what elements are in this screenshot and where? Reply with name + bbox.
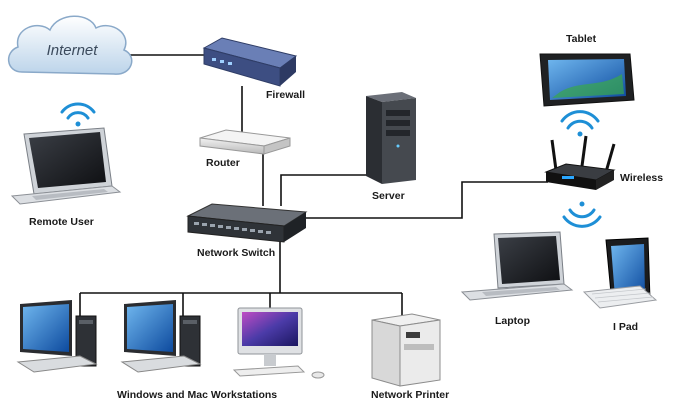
server-icon [366, 92, 416, 184]
firewall-label: Firewall [266, 89, 305, 101]
firewall-icon [202, 37, 298, 87]
workstations-label: Windows and Mac Workstations [117, 389, 277, 401]
server-label: Server [372, 190, 405, 202]
monitor-icon [16, 300, 98, 373]
laptop-icon [460, 231, 574, 301]
printer-icon [371, 313, 441, 387]
switch-icon [186, 203, 308, 243]
switch-label: Network Switch [197, 247, 275, 259]
remote-user-label: Remote User [29, 216, 94, 228]
wifi-icon [60, 102, 96, 127]
connection-lines [79, 54, 548, 318]
link-switch-wireless [291, 181, 548, 219]
monitor-icon [120, 300, 202, 373]
ipad-label: I Pad [613, 321, 638, 333]
imac-icon [232, 307, 325, 379]
laptop-label: Laptop [495, 315, 530, 327]
wifi-icon [560, 110, 600, 137]
internet-label: Internet [47, 42, 99, 59]
ipad-icon [582, 237, 658, 309]
wireless-label: Wireless [620, 172, 663, 184]
cloud-icon [8, 15, 133, 75]
wifi-icon [562, 201, 602, 228]
link-switch-server [280, 174, 366, 206]
router-label: Router [206, 157, 240, 169]
tablet-label: Tablet [566, 33, 597, 45]
laptop-icon [10, 127, 122, 205]
wireless-router-icon [544, 135, 616, 190]
tablet-icon [539, 53, 635, 107]
network-printer-label: Network Printer [371, 389, 449, 401]
router-icon [199, 129, 291, 155]
